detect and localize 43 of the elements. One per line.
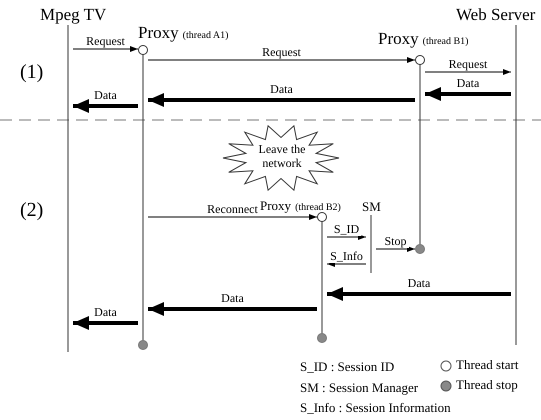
message-arrow bbox=[376, 246, 416, 252]
participant-name: Proxy bbox=[138, 23, 179, 42]
thread-label: (thread B2) bbox=[295, 202, 341, 213]
edge-label: Data bbox=[268, 83, 295, 96]
participant-name: Proxy bbox=[260, 198, 292, 213]
message-arrow bbox=[425, 87, 511, 101]
message-arrow bbox=[73, 99, 138, 113]
edge-label: Request bbox=[84, 35, 127, 48]
abbreviation-note: S_Info : Session Information bbox=[300, 401, 451, 414]
edge-label: Data bbox=[406, 277, 432, 290]
edge-label: Request bbox=[260, 46, 303, 59]
burst-text: Leave the network bbox=[258, 142, 306, 170]
message-arrow bbox=[72, 46, 138, 52]
thread-label: (thread B1) bbox=[422, 36, 468, 47]
phase-number: (2) bbox=[20, 200, 44, 220]
participant-name: Web Server bbox=[456, 5, 536, 24]
edge-label: Data bbox=[219, 292, 246, 305]
thread-label: (thread A1) bbox=[182, 30, 228, 41]
edge-label: S_ID bbox=[332, 223, 362, 236]
edge-label: S_Info bbox=[328, 250, 365, 263]
message-arrow bbox=[326, 234, 366, 240]
legend-label: Thread start bbox=[456, 358, 518, 371]
phase-number: (1) bbox=[20, 62, 44, 82]
edge-label: Request bbox=[446, 58, 490, 71]
participant-name: Proxy bbox=[378, 29, 419, 48]
participant-name: SM bbox=[362, 199, 381, 214]
edge-label: Data bbox=[454, 77, 482, 90]
message-arrow bbox=[148, 57, 416, 63]
message-arrow bbox=[327, 287, 511, 301]
edge-label: Reconnect bbox=[205, 203, 260, 216]
message-arrow bbox=[148, 214, 318, 220]
edge-label: Data bbox=[92, 306, 119, 319]
message-arrow bbox=[148, 302, 317, 316]
edge-label: Stop bbox=[382, 235, 408, 248]
message-arrow bbox=[424, 69, 512, 75]
message-arrow bbox=[148, 93, 415, 107]
legend-label: Thread stop bbox=[456, 378, 518, 391]
message-arrow bbox=[73, 316, 138, 330]
participant-name: Mpeg TV bbox=[40, 5, 106, 24]
abbreviation-note: S_ID : Session ID bbox=[300, 360, 394, 373]
edge-label: Data bbox=[92, 89, 119, 102]
message-arrow bbox=[326, 261, 366, 267]
abbreviation-note: SM : Session Manager bbox=[300, 381, 418, 394]
